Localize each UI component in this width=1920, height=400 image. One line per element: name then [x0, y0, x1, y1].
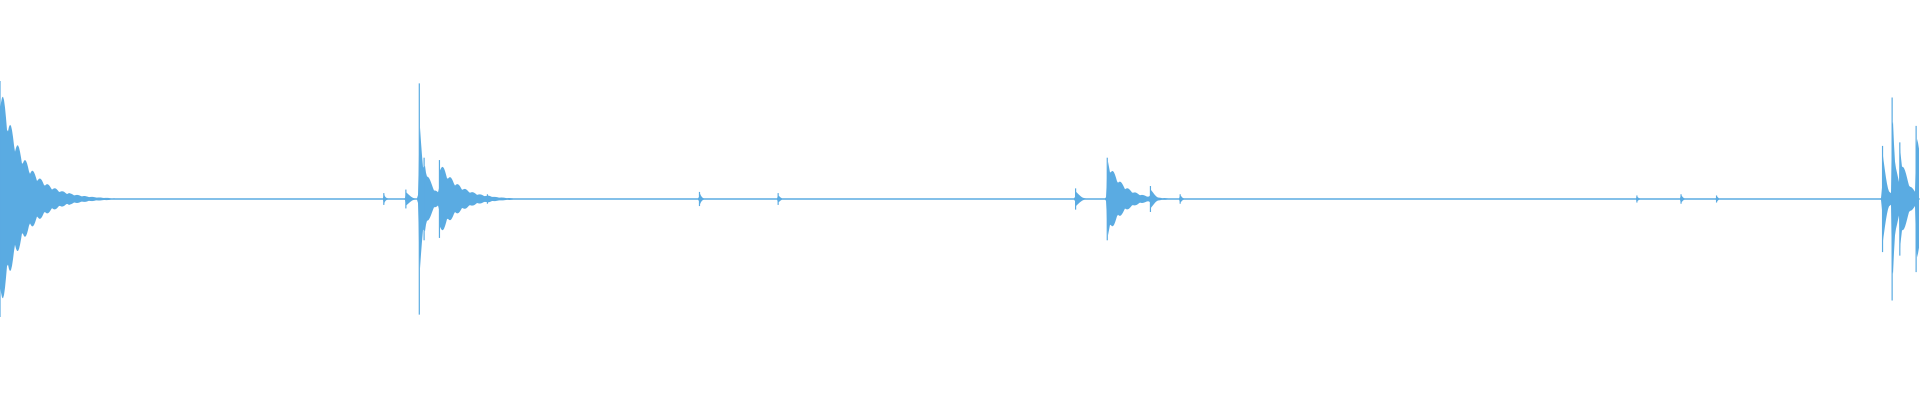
waveform-series — [0, 81, 1919, 317]
